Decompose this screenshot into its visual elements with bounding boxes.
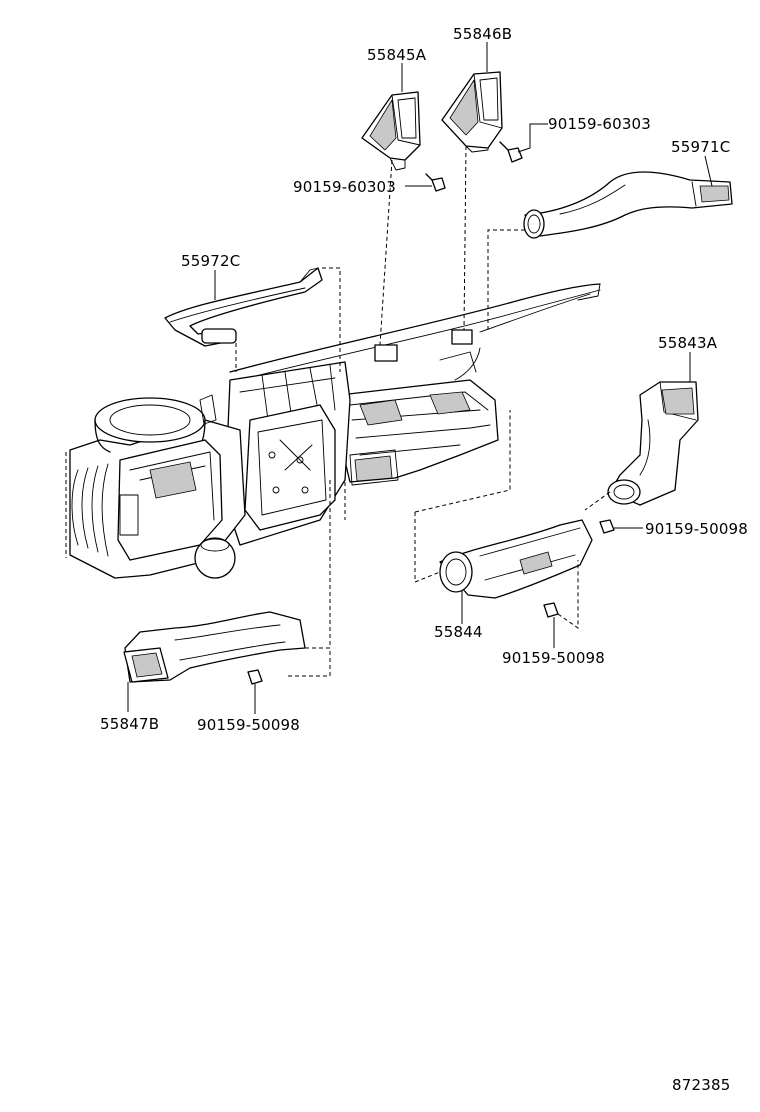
part-55971c-drawing — [523, 171, 733, 239]
label-90159-50098-right: 90159-50098 — [645, 520, 748, 538]
part-55845a-drawing — [361, 91, 421, 171]
part-labels: 55845A 55846B 90159-60303 90159-60303 55… — [100, 25, 748, 1094]
part-55844-drawing — [439, 519, 593, 599]
label-55846b: 55846B — [453, 25, 512, 43]
label-90159-50098-mid: 90159-50098 — [502, 649, 605, 667]
label-55843a: 55843A — [658, 334, 718, 352]
figure-number: 872385 — [672, 1076, 730, 1094]
screw-90159-50098-left-drawing — [247, 669, 263, 685]
assembly-dashed-lines — [235, 145, 611, 677]
label-55845a: 55845A — [367, 46, 427, 64]
part-55843a-drawing — [607, 381, 699, 506]
label-90159-60303-right: 90159-60303 — [548, 115, 651, 133]
screw-90159-60303-left-drawing — [425, 173, 446, 192]
part-55847b-drawing — [123, 611, 306, 683]
label-90159-60303-left: 90159-60303 — [293, 178, 396, 196]
label-55844: 55844 — [434, 623, 483, 641]
instrument-panel-drawing — [65, 283, 601, 579]
label-55971c: 55971C — [671, 138, 730, 156]
label-55847b: 55847B — [100, 715, 159, 733]
part-55846b-drawing — [441, 71, 503, 153]
part-55972c-drawing — [164, 267, 323, 347]
label-55972c: 55972C — [181, 252, 240, 270]
screw-90159-50098-right-drawing — [599, 519, 615, 534]
label-90159-50098-left: 90159-50098 — [197, 716, 300, 734]
screw-90159-50098-mid-drawing — [543, 602, 559, 618]
leader-lines — [127, 42, 713, 714]
